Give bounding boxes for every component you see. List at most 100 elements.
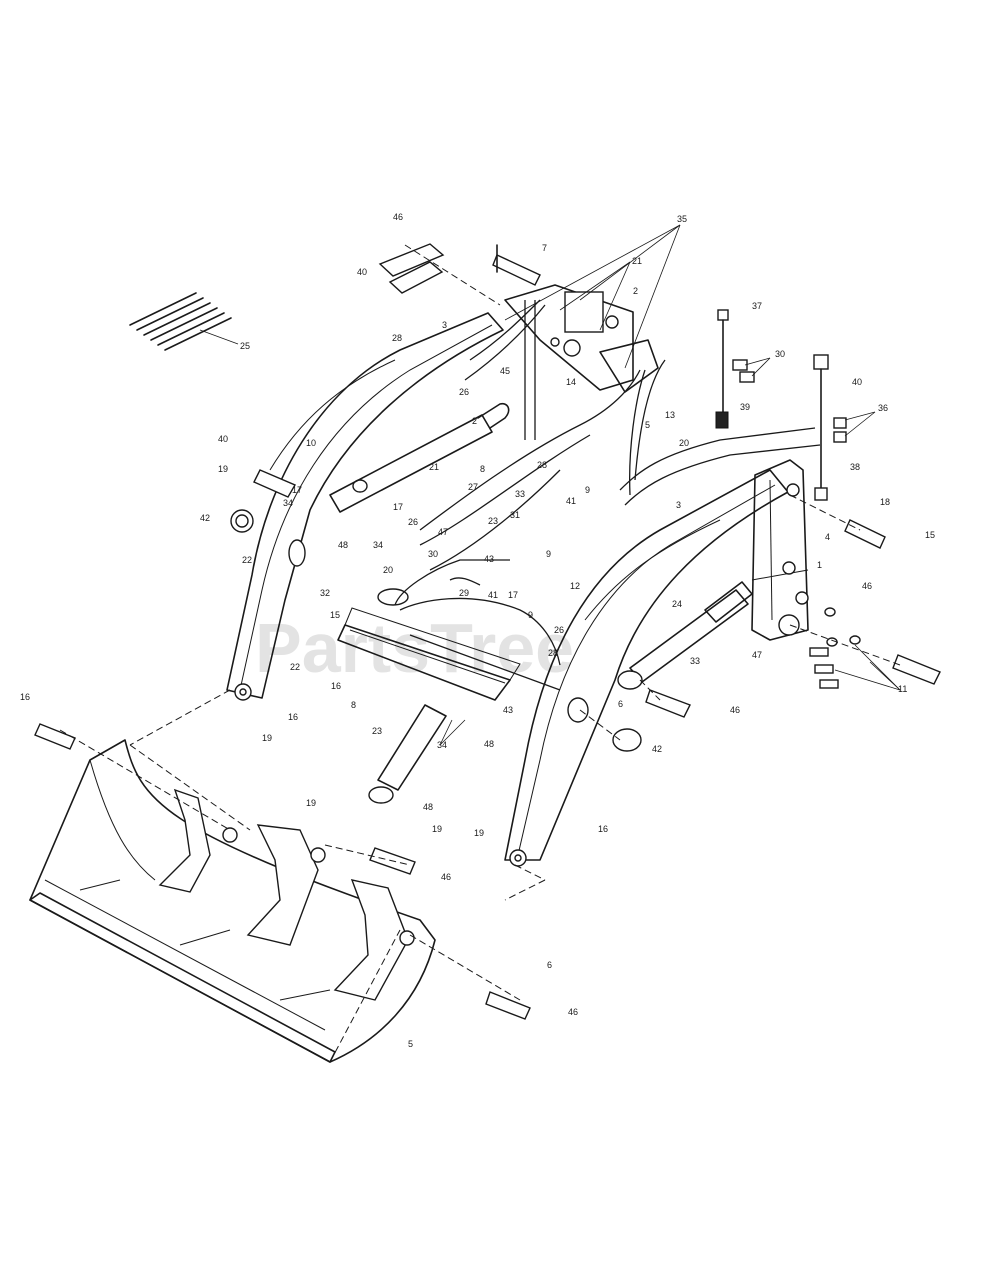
callout-label: 28 [537, 460, 547, 470]
callout-label: 19 [474, 828, 484, 838]
cross-tube [337, 607, 521, 701]
callout-label: 46 [862, 581, 872, 591]
callout-label: 34 [283, 498, 293, 508]
callout-label: 16 [20, 692, 30, 702]
callout-label: 2 [633, 286, 638, 296]
callout-label: 28 [548, 648, 558, 658]
callout-label: 36 [878, 403, 888, 413]
callout-label: 48 [484, 739, 494, 749]
callout-label: 34 [437, 740, 447, 750]
hydraulic-hoses [394, 299, 821, 691]
left-mount-bracket [504, 284, 659, 393]
callout-label: 40 [852, 377, 862, 387]
callout-label: 22 [290, 662, 300, 672]
callout-label: 42 [200, 513, 210, 523]
callout-label: 26 [408, 517, 418, 527]
callout-label: 9 [585, 485, 590, 495]
callout-label: 37 [752, 301, 762, 311]
callout-label: 19 [432, 824, 442, 834]
hydraulic-cylinders [329, 402, 753, 804]
callout-label: 45 [500, 366, 510, 376]
callout-label: 26 [554, 625, 564, 635]
callout-label: 27 [468, 482, 478, 492]
assembly-lines [59, 244, 901, 1063]
callout-label: 15 [925, 530, 935, 540]
callout-label: 21 [632, 256, 642, 266]
callout-label: 6 [618, 699, 623, 709]
callout-label: 6 [547, 960, 552, 970]
callout-label: 46 [568, 1007, 578, 1017]
callout-label: 7 [542, 243, 547, 253]
callout-label: 5 [408, 1039, 413, 1049]
callout-label: 3 [442, 320, 447, 330]
callout-label: 30 [428, 549, 438, 559]
callout-label: 26 [459, 387, 469, 397]
callout-label: 17 [292, 485, 302, 495]
callout-label: 2 [472, 416, 477, 426]
fastener-set [809, 607, 861, 689]
callout-label: 32 [320, 588, 330, 598]
callout-label: 13 [665, 410, 675, 420]
leader-lines [439, 224, 901, 746]
callout-label: 30 [775, 349, 785, 359]
callout-label: 12 [570, 581, 580, 591]
callout-label: 4 [825, 532, 830, 542]
bucket [29, 739, 436, 1063]
cable-ties [129, 292, 239, 351]
callout-label: 28 [392, 333, 402, 343]
callout-label: 21 [429, 462, 439, 472]
callout-label: 43 [484, 554, 494, 564]
callout-label: 16 [331, 681, 341, 691]
callout-label: 40 [357, 267, 367, 277]
callout-label: 8 [480, 464, 485, 474]
callout-label: 47 [752, 650, 762, 660]
callout-label: 33 [515, 489, 525, 499]
callout-label: 43 [503, 705, 513, 715]
callout-label: 38 [850, 462, 860, 472]
callout-label: 42 [652, 744, 662, 754]
callout-label: 14 [566, 377, 576, 387]
callout-label: 16 [598, 824, 608, 834]
callout-label: 10 [306, 438, 316, 448]
callout-label: 23 [372, 726, 382, 736]
right-loader-arm [504, 469, 789, 867]
callout-label: 46 [393, 212, 403, 222]
callout-label: 29 [459, 588, 469, 598]
callout-label: 19 [218, 464, 228, 474]
callout-label: 16 [288, 712, 298, 722]
callout-label: 19 [306, 798, 316, 808]
callout-label: 25 [240, 341, 250, 351]
callout-label: 46 [730, 705, 740, 715]
callout-label: 48 [338, 540, 348, 550]
callout-label: 8 [351, 700, 356, 710]
callout-label: 11 [898, 684, 907, 694]
callout-label: 41 [566, 496, 576, 506]
callout-label: 15 [330, 610, 340, 620]
callout-label: 22 [242, 555, 252, 565]
callout-label: 18 [880, 497, 890, 507]
callout-label: 19 [262, 733, 272, 743]
callout-label: 23 [488, 516, 498, 526]
callout-label: 39 [740, 402, 750, 412]
callout-label: 9 [528, 610, 533, 620]
callout-label: 24 [672, 599, 682, 609]
quick-couplers [715, 309, 847, 501]
callout-label: 41 [488, 590, 498, 600]
callout-label: 35 [677, 214, 687, 224]
callout-label: 5 [645, 420, 650, 430]
callout-label: 3 [676, 500, 681, 510]
callout-label: 46 [441, 872, 451, 882]
callout-label: 9 [546, 549, 551, 559]
callout-label: 17 [508, 590, 518, 600]
callout-label: 20 [383, 565, 393, 575]
callout-label: 33 [690, 656, 700, 666]
callout-label: 31 [510, 510, 520, 520]
callout-label: 40 [218, 434, 228, 444]
callout-label: 1 [817, 560, 822, 570]
right-mount-tower [751, 459, 809, 641]
callout-label: 17 [393, 502, 403, 512]
callout-label: 48 [423, 802, 433, 812]
callout-label: 34 [373, 540, 383, 550]
